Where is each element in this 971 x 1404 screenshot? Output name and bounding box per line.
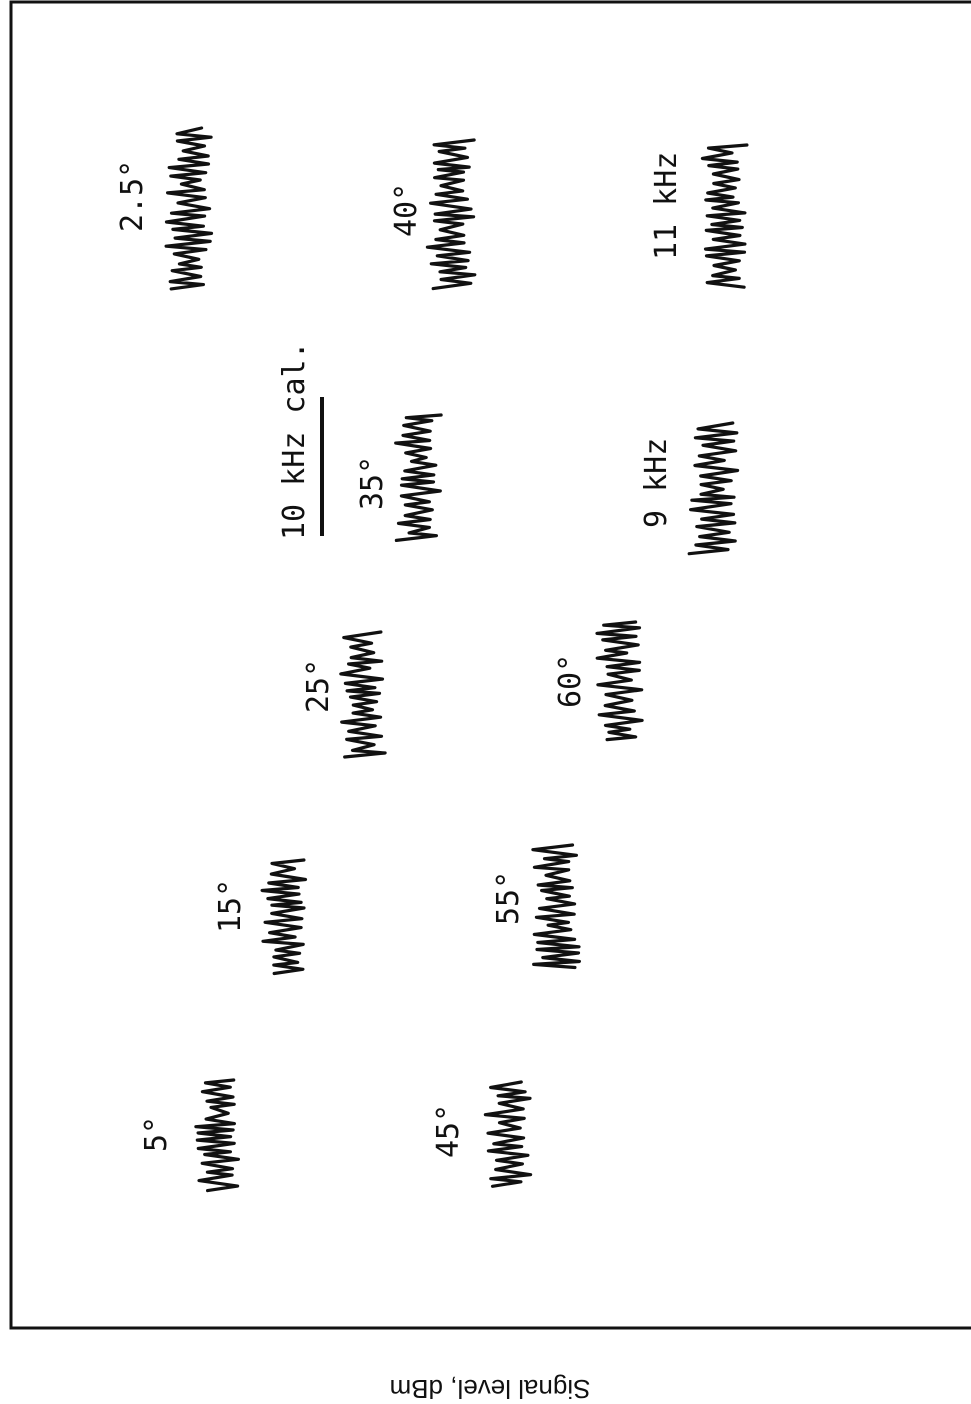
- trace-label-11-khz: 11 kHz: [649, 152, 684, 260]
- trace-label-25-deg: 25°: [301, 659, 336, 713]
- signal-trace-35-deg: [394, 413, 443, 542]
- trace-label-15-deg: 15°: [213, 879, 248, 933]
- signal-trace-9-khz: [687, 421, 740, 556]
- signal-trace-15-deg: [260, 858, 308, 976]
- calibration-label: 10 kHz cal.: [277, 341, 312, 540]
- signal-trace-60-deg: [595, 620, 644, 742]
- trace-label-45-deg: 45°: [431, 1104, 466, 1158]
- plot-frame: [9, 0, 971, 1330]
- trace-label-35-deg: 35°: [355, 456, 390, 510]
- signal-trace-40-deg: [425, 138, 477, 291]
- y-axis-label: Signal level, dBm: [390, 1374, 591, 1404]
- trace-label-40-deg: 40°: [389, 183, 424, 237]
- signal-trace-5-deg: [194, 1078, 240, 1193]
- trace-label-55-deg: 55°: [491, 871, 526, 925]
- signal-trace-55-deg: [531, 843, 581, 970]
- trace-label-9-khz: 9 kHz: [639, 438, 674, 528]
- trace-label-60-deg: 60°: [553, 654, 588, 708]
- signal-trace-45-deg: [483, 1080, 533, 1188]
- signal-trace-25-deg: [339, 630, 387, 759]
- signal-trace-11-khz: [700, 143, 749, 289]
- trace-label-2-5-deg: 2.5°: [115, 160, 150, 232]
- trace-label-5-deg: 5°: [139, 1116, 174, 1152]
- signal-trace-2-5-deg: [164, 126, 214, 291]
